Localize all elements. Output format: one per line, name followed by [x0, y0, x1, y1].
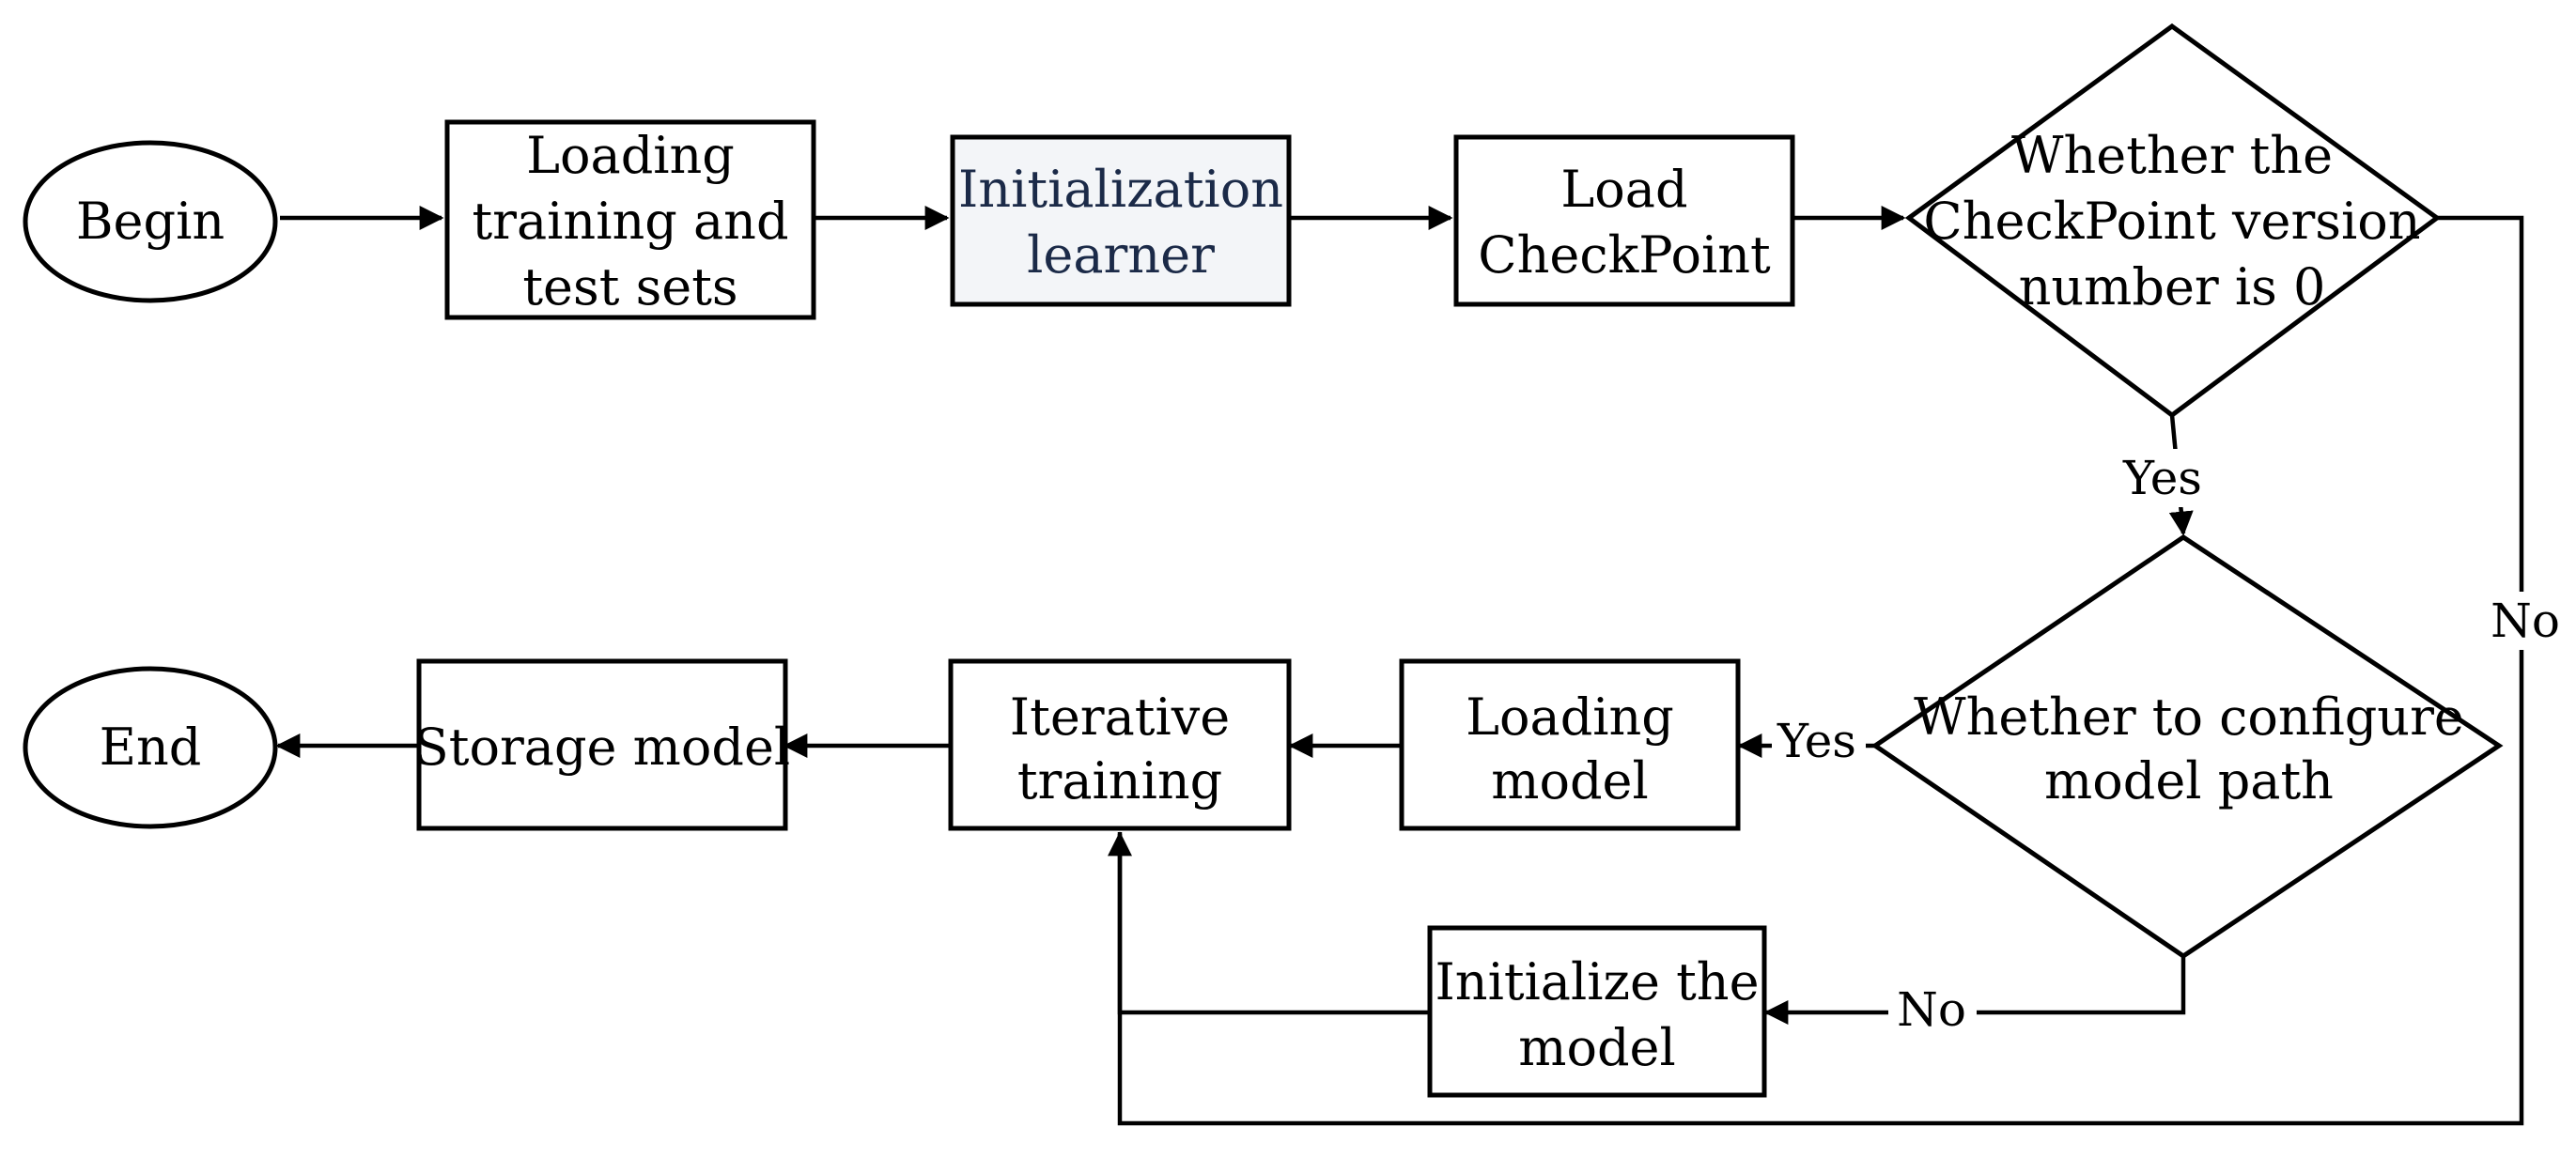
node-storage-model-label: Storage model [414, 718, 790, 777]
edge-init-model-to-iterative [1108, 831, 1430, 1015]
node-init-model-line1: Initialize the [1435, 952, 1759, 1011]
node-load-checkpoint: Load CheckPoint [1453, 134, 1795, 307]
node-decision-version-line3: number is 0 [2019, 257, 2326, 317]
node-end-label: End [100, 718, 202, 777]
node-loading-model-line1: Loading [1466, 687, 1674, 747]
node-decision-path: Whether to configure model path [1870, 533, 2504, 960]
node-decision-path-line2: model path [2044, 751, 2334, 811]
node-iterative-training-line2: training [1017, 751, 1222, 811]
node-load-sets-line3: test sets [522, 257, 737, 317]
edge-label-path-no: No [1897, 982, 1966, 1037]
node-init-learner: Initialization learner [950, 134, 1292, 307]
node-decision-version: Whether the CheckPoint version number is… [1904, 23, 2442, 419]
edge-label-version-yes: Yes [2122, 451, 2202, 505]
edge-label-version-no: No [2491, 594, 2560, 648]
node-load-checkpoint-line1: Load [1560, 160, 1687, 219]
node-init-model: Initialize the model [1427, 925, 1767, 1098]
node-init-model-line2: model [1518, 1018, 1676, 1077]
node-init-learner-line1: Initialization [958, 160, 1283, 219]
node-loading-model: Loading model [1399, 658, 1741, 831]
node-loading-model-line2: model [1491, 751, 1649, 811]
edge-labels: Yes No Yes No [1772, 449, 2570, 1041]
node-decision-version-line2: CheckPoint version [1923, 192, 2420, 251]
edge-label-path-yes: Yes [1777, 714, 1856, 768]
node-load-sets-line2: training and [472, 192, 788, 251]
node-decision-path-line1: Whether to configure [1914, 687, 2464, 747]
node-end: End [23, 666, 278, 829]
node-load-sets: Loading training and test sets [444, 119, 816, 320]
node-storage-model: Storage model [414, 658, 790, 831]
node-iterative-training-line1: Iterative [1010, 687, 1230, 747]
node-iterative-training: Iterative training [948, 658, 1292, 831]
node-init-learner-line2: learner [1027, 225, 1215, 285]
node-load-sets-line1: Loading [526, 126, 735, 185]
node-load-checkpoint-line2: CheckPoint [1478, 225, 1771, 285]
node-begin: Begin [23, 140, 278, 303]
edge-decision-version-no [1117, 215, 2524, 1126]
node-decision-version-line1: Whether the [2011, 126, 2333, 185]
node-begin-label: Begin [76, 192, 225, 251]
